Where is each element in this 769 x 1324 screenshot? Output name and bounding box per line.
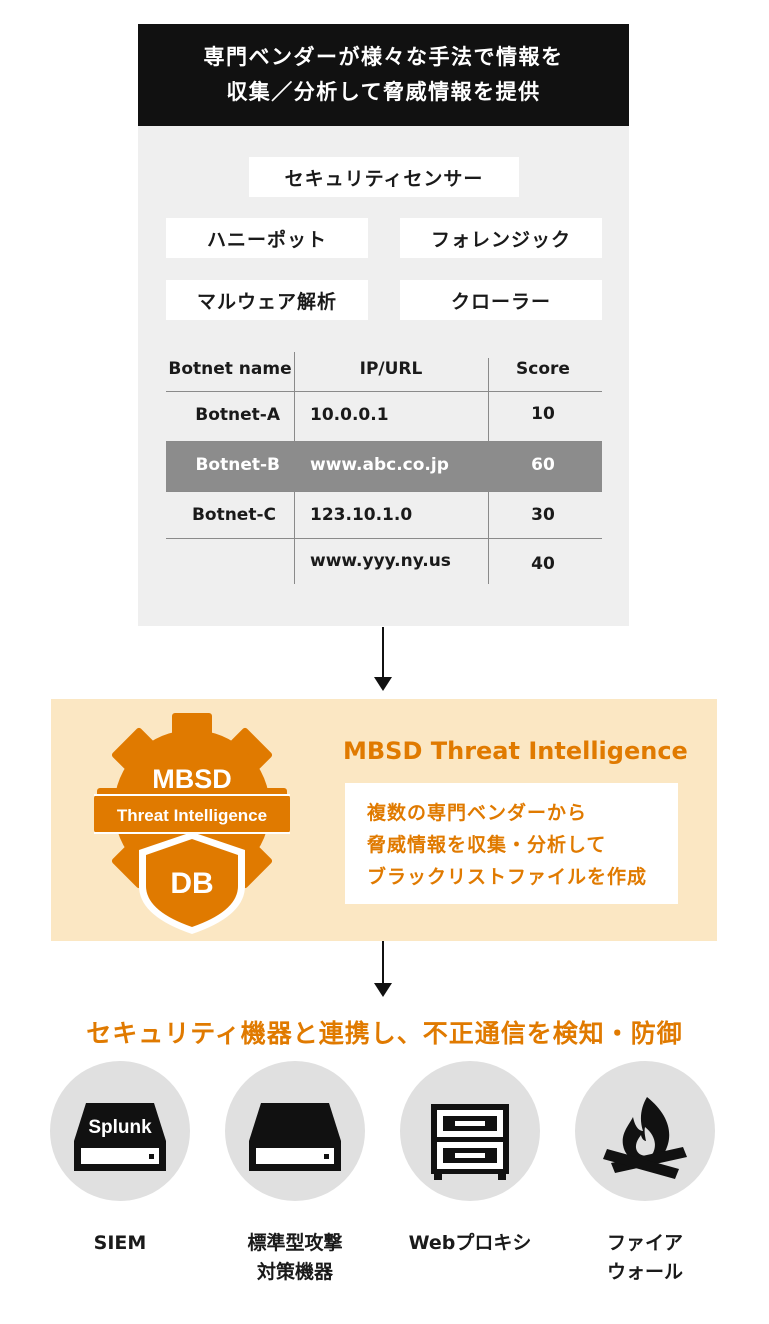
table-column-divider bbox=[294, 352, 295, 442]
table-divider bbox=[166, 441, 602, 442]
device-web-proxy-label: Webプロキシ bbox=[390, 1229, 550, 1258]
table-divider bbox=[166, 391, 602, 392]
table-row-highlight bbox=[166, 442, 602, 491]
header-ip-url: IP/URL bbox=[359, 359, 423, 379]
device-targeted-attack-label: 標準型攻撃 対策機器 bbox=[215, 1229, 375, 1287]
device-targeted-attack-label-line2: 対策機器 bbox=[256, 1261, 333, 1283]
mbsd-title: MBSD Threat Intelligence bbox=[343, 737, 688, 765]
splunk-logo-text: Splunk bbox=[88, 1117, 152, 1138]
fire-icon bbox=[603, 1097, 687, 1179]
table-column-divider bbox=[488, 358, 489, 442]
source-crawler: クローラー bbox=[400, 280, 602, 320]
file-cabinet-icon bbox=[431, 1104, 509, 1180]
logo-banner bbox=[94, 795, 290, 833]
row-a-name: Botnet-A bbox=[195, 405, 280, 425]
table-divider bbox=[166, 491, 602, 492]
arrow-down-icon bbox=[374, 677, 392, 691]
device-targeted-attack-label-line1: 標準型攻撃 bbox=[247, 1232, 343, 1254]
source-security-sensor: セキュリティセンサー bbox=[249, 157, 519, 197]
device-firewall-label: ファイア ウォール bbox=[565, 1229, 725, 1287]
row-b-ip: www.abc.co.jp bbox=[310, 455, 449, 475]
row-c-score: 30 bbox=[531, 505, 555, 525]
logo-text-threat-intelligence: Threat Intelligence bbox=[117, 806, 267, 825]
mbsd-desc-line1: 複数の専門ベンダーから bbox=[367, 802, 588, 824]
device-targeted-attack-circle bbox=[225, 1061, 365, 1201]
row-a-score: 10 bbox=[531, 404, 555, 424]
mbsd-desc-line3: ブラックリストファイルを作成 bbox=[367, 866, 648, 888]
table-column-divider bbox=[294, 491, 295, 584]
row-c-name: Botnet-C bbox=[191, 505, 276, 525]
shield-text-db: DB bbox=[170, 867, 213, 900]
device-siem-circle: Splunk bbox=[50, 1061, 190, 1201]
source-honeypot: ハニーポット bbox=[166, 218, 368, 258]
top-panel-title-line2: 収集／分析して脅威情報を提供 bbox=[226, 80, 541, 104]
arrow-shaft bbox=[382, 627, 384, 677]
row-d-ip: www.yyy.ny.us bbox=[310, 551, 451, 571]
device-siem-label: SIEM bbox=[40, 1229, 200, 1258]
logo-text-mbsd: MBSD bbox=[152, 764, 232, 794]
gear-db-logo: MBSD Threat Intelligence DB bbox=[94, 713, 290, 934]
device-firewall-label-line2: ウォール bbox=[606, 1261, 683, 1283]
row-b-score: 60 bbox=[531, 455, 555, 475]
device-web-proxy-label-line1: Webプロキシ bbox=[408, 1232, 532, 1254]
row-c-ip: 123.10.1.0 bbox=[310, 505, 413, 525]
top-panel-title-line1: 専門ベンダーが様々な手法で情報を bbox=[203, 45, 564, 69]
header-botnet-name: Botnet name bbox=[168, 359, 292, 379]
device-siem-label-line1: SIEM bbox=[93, 1232, 147, 1254]
mbsd-desc-line2: 脅威情報を収集・分析して bbox=[367, 834, 607, 856]
top-panel-header: 専門ベンダーが様々な手法で情報を 収集／分析して脅威情報を提供 bbox=[138, 24, 629, 126]
row-b-name: Botnet-B bbox=[195, 455, 280, 475]
row-a-ip: 10.0.0.1 bbox=[310, 405, 389, 425]
row-d-score: 40 bbox=[531, 554, 555, 574]
device-web-proxy-circle bbox=[400, 1061, 540, 1201]
server-appliance-icon bbox=[249, 1103, 341, 1171]
header-score: Score bbox=[516, 359, 570, 379]
source-forensics: フォレンジック bbox=[400, 218, 602, 258]
bottom-title: セキュリティ機器と連携し、不正通信を検知・防御 bbox=[86, 1019, 683, 1048]
siem-server-icon: Splunk bbox=[74, 1103, 166, 1171]
arrow-shaft bbox=[382, 941, 384, 983]
top-panel-body bbox=[138, 126, 629, 626]
shield-icon bbox=[139, 832, 245, 934]
table-divider bbox=[166, 538, 602, 539]
table-column-divider bbox=[488, 491, 489, 584]
device-firewall-label-line1: ファイア bbox=[606, 1232, 683, 1254]
arrow-down-icon bbox=[374, 983, 392, 997]
source-malware-analysis: マルウェア解析 bbox=[166, 280, 368, 320]
device-firewall-circle bbox=[575, 1061, 715, 1201]
botnet-table: Botnet name IP/URL Score Botnet-A 10.0.0… bbox=[166, 352, 602, 584]
mbsd-description: 複数の専門ベンダーから 脅威情報を収集・分析して ブラックリストファイルを作成 bbox=[345, 783, 678, 904]
